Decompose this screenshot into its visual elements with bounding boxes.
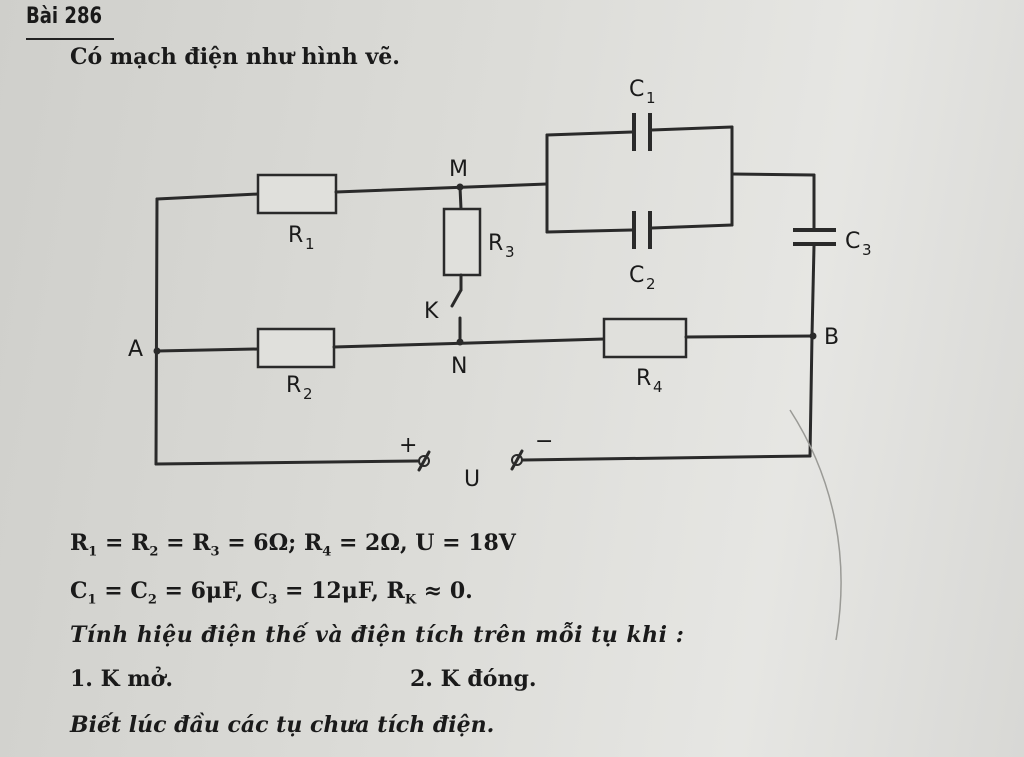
- problem-intro: Có mạch điện như hình vẽ.: [70, 44, 400, 70]
- label-r3: R: [488, 231, 503, 256]
- wire-r2-r4: [332, 337, 606, 349]
- label-r3-sub: 3: [505, 243, 515, 261]
- label-c1: C: [629, 77, 644, 102]
- label-r4-sub: 4: [653, 378, 663, 396]
- wire-to-c3: [730, 172, 816, 177]
- resistor-r1: [256, 173, 338, 215]
- wire-c3-bottom: [810, 244, 816, 338]
- wire-c1-right: [650, 125, 734, 132]
- label-a: A: [128, 337, 143, 362]
- wire-a-r1: [155, 192, 260, 201]
- label-m: M: [449, 157, 468, 182]
- label-c3-sub: 3: [862, 241, 872, 259]
- wire-right-vertical: [808, 334, 814, 458]
- problem-title: Bài 286: [26, 4, 103, 29]
- case-1: 1. K mở.: [70, 666, 174, 692]
- circuit-diagram: C 1 C 2 C 3 R 1 R 2 R 3 R 4 M N K A B U …: [128, 77, 872, 492]
- case-2: 2. K đóng.: [410, 666, 537, 692]
- label-c3: C: [845, 229, 860, 254]
- resistor-r4: [602, 317, 688, 359]
- wire-c1-left: [545, 130, 634, 137]
- wire-bottom-right: [521, 454, 812, 462]
- wire-c2-left: [545, 228, 634, 234]
- title-underline: [26, 38, 114, 40]
- wire-a-r2: [155, 347, 260, 353]
- node-n: [456, 338, 464, 346]
- terminal-plus: [418, 455, 430, 467]
- label-c2-sub: 2: [646, 275, 656, 293]
- wire-m-r3: [458, 185, 463, 211]
- wire-r4-b: [684, 334, 816, 339]
- label-minus: −: [535, 429, 553, 454]
- label-c1-sub: 1: [646, 89, 656, 107]
- label-r4: R: [636, 366, 651, 391]
- wire-c2-right: [650, 223, 734, 230]
- label-r1: R: [288, 223, 303, 248]
- given-capacitances: C1 = C2 = 6μF, C3 = 12μF, RK ≈ 0.: [70, 578, 473, 608]
- terminal-plus-slash: [417, 450, 431, 472]
- question-cases: 1. K mở. 2. K đóng.: [70, 666, 537, 692]
- label-r2: R: [286, 373, 301, 398]
- wire-r1-m: [334, 182, 549, 194]
- label-k: K: [424, 299, 439, 324]
- label-r2-sub: 2: [303, 385, 313, 403]
- wire-left-vertical: [154, 197, 159, 466]
- wire-bottom-left: [154, 459, 420, 466]
- label-c2: C: [629, 263, 644, 288]
- given-resistances: R1 = R2 = R3 = 6Ω; R4 = 2Ω, U = 18V: [70, 530, 516, 560]
- label-b: B: [824, 325, 839, 350]
- terminal-minus-slash: [510, 449, 524, 471]
- label-n: N: [451, 354, 467, 379]
- label-plus: +: [399, 433, 417, 458]
- label-r1-sub: 1: [305, 235, 315, 253]
- question-prompt: Tính hiệu điện thế và điện tích trên mỗi…: [70, 622, 685, 648]
- switch-k-blade: [450, 288, 463, 308]
- resistor-r3: [442, 207, 482, 277]
- label-u: U: [464, 467, 480, 492]
- question-note: Biết lúc đầu các tụ chưa tích điện.: [70, 712, 495, 738]
